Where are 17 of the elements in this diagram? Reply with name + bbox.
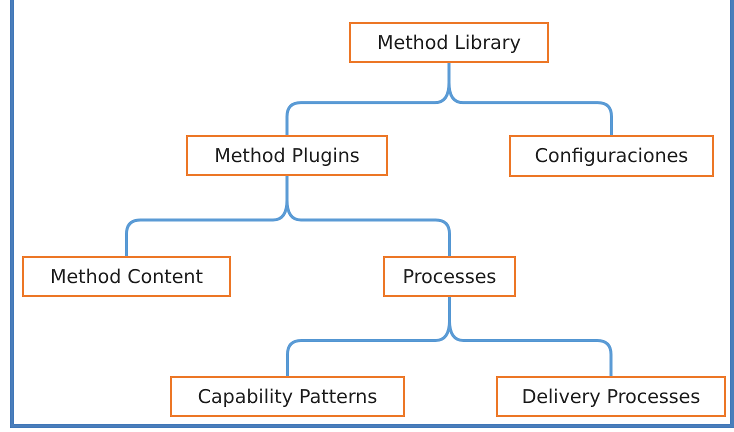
brace-connector: [448, 297, 612, 376]
box-label: Method Plugins: [214, 144, 360, 166]
label-box: [186, 135, 388, 176]
box-label: Capability Patterns: [198, 386, 378, 408]
label-box: [383, 256, 516, 297]
label-box: [496, 376, 726, 417]
brace-connector: [286, 176, 451, 256]
box-label: Configuraciones: [534, 145, 688, 167]
brace-connector: [448, 63, 613, 135]
label-box: [22, 256, 231, 297]
box-label: Delivery Processes: [522, 386, 700, 408]
label-box: [349, 22, 549, 63]
label-box: [509, 135, 714, 177]
box-label: Method Library: [377, 32, 521, 54]
box-label: Processes: [402, 266, 496, 288]
label-box: [170, 376, 405, 417]
box-label: Method Content: [50, 266, 203, 288]
